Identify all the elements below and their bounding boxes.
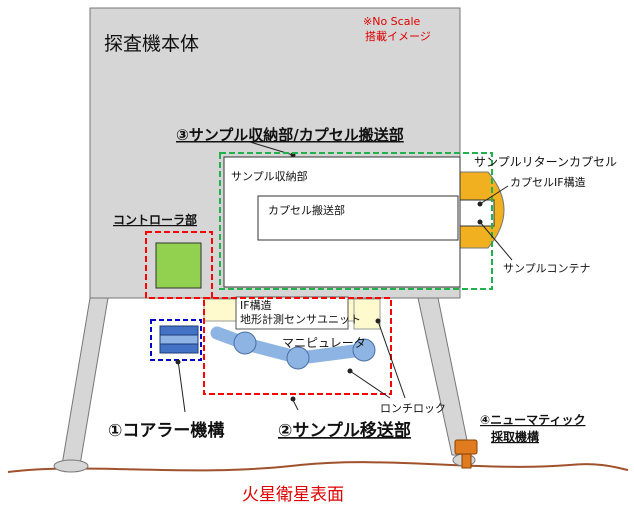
transfer-base-right: [353, 298, 381, 330]
left-foot-pad: [53, 459, 89, 473]
right-leg: [417, 297, 471, 456]
capsule-transport-label: カプセル搬送部: [268, 203, 345, 217]
launch-lock-leader-1: [349, 370, 391, 399]
launch-lock-dot-2: [375, 318, 381, 324]
launch-lock-dot-1: [347, 368, 353, 374]
manipulator-label: マニピュレータ: [282, 336, 366, 350]
manipulator-arm-3: [299, 343, 363, 365]
capsule-if-label: カプセルIF構造: [510, 175, 586, 189]
body-title: 探査機本体: [104, 33, 199, 55]
ground-line: [7, 461, 629, 473]
sample-transfer-label: ②サンプル移送部: [278, 420, 411, 441]
ground-label: 火星衛星表面: [242, 485, 344, 505]
manipulator-joint-1: [233, 331, 257, 355]
terrain-sensor-label: 地形計測センサユニット: [240, 312, 361, 326]
sample-container-leader: [479, 221, 513, 261]
corer-leader-dot: [175, 359, 181, 365]
left-leg: [61, 297, 109, 466]
manipulator-joint-3: [352, 338, 376, 362]
if-structure-box: [235, 296, 349, 330]
manipulator-joint-2: [286, 346, 310, 370]
image-note: 搭載イメージ: [365, 30, 431, 43]
corer-leader: [177, 359, 186, 413]
capsule-transport-box: [257, 195, 459, 241]
sample-container-dot: [477, 219, 483, 225]
storage-transport-outline: [219, 152, 493, 290]
pneumatic-sampler: [454, 439, 478, 455]
return-capsule-label: サンプルリターンカプセル: [474, 155, 617, 169]
corer-block-1: [159, 325, 199, 336]
controller-outline: [145, 231, 213, 299]
capsule-if-leader: [479, 185, 509, 205]
controller-label: コントローラ部: [113, 212, 197, 227]
sample-container: [459, 199, 495, 227]
transfer-leader-dot: [290, 396, 296, 402]
corer-label: ①コアラー機構: [108, 420, 224, 441]
transfer-outline: [203, 297, 392, 395]
storage-transport-label: ③サンプル収納部/カプセル搬送部: [176, 126, 404, 144]
sample-storage-label: サンプル収納部: [231, 169, 308, 183]
corer-block-2: [159, 334, 199, 345]
controller-box: [155, 242, 202, 289]
corer-block-3: [159, 343, 199, 354]
launch-lock-leader-2: [377, 320, 406, 399]
corer-outline: [150, 319, 202, 361]
pneumatic-nozzle: [461, 453, 472, 469]
sample-container-label: サンプルコンテナ: [503, 262, 590, 275]
pneumatic-label-2: 採取機構: [491, 429, 539, 444]
capsule-if-dot: [477, 201, 483, 207]
launch-lock-label: ロンチロック: [380, 402, 446, 415]
if-structure-label: IF構造: [240, 298, 272, 312]
no-scale-note: ※No Scale: [363, 15, 420, 28]
pneumatic-label-1: ④ニューマティック: [480, 413, 585, 427]
